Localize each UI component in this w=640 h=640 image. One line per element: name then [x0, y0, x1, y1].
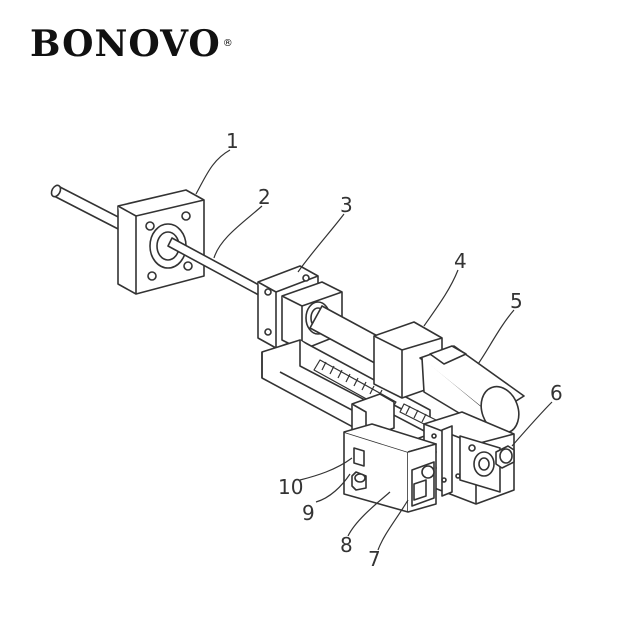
callout-8: 8 — [340, 533, 353, 557]
callout-3: 3 — [340, 193, 353, 217]
callout-10: 10 — [278, 475, 303, 499]
rear-shaft — [50, 184, 129, 233]
callout-9: 9 — [302, 501, 315, 525]
bearing-block-front — [257, 265, 343, 351]
registered-mark: ® — [222, 38, 234, 49]
mounting-flange-plate — [117, 189, 205, 295]
adjustment-knob — [495, 445, 515, 469]
callout-labels: 1 2 3 4 5 6 7 8 9 10 — [226, 129, 563, 571]
callout-7: 7 — [368, 547, 381, 571]
callout-2: 2 — [258, 185, 271, 209]
callout-6: 6 — [550, 381, 563, 405]
control-box — [343, 423, 437, 513]
callout-5: 5 — [510, 289, 523, 313]
brand-logo: BONOVO® — [30, 24, 234, 64]
callout-4: 4 — [454, 249, 467, 273]
drive-motor-cylinder — [419, 345, 525, 435]
gearbox-housing — [423, 411, 515, 505]
leader-lines — [195, 149, 553, 551]
brand-name: BONOVO — [30, 23, 221, 65]
callout-1: 1 — [226, 129, 239, 153]
